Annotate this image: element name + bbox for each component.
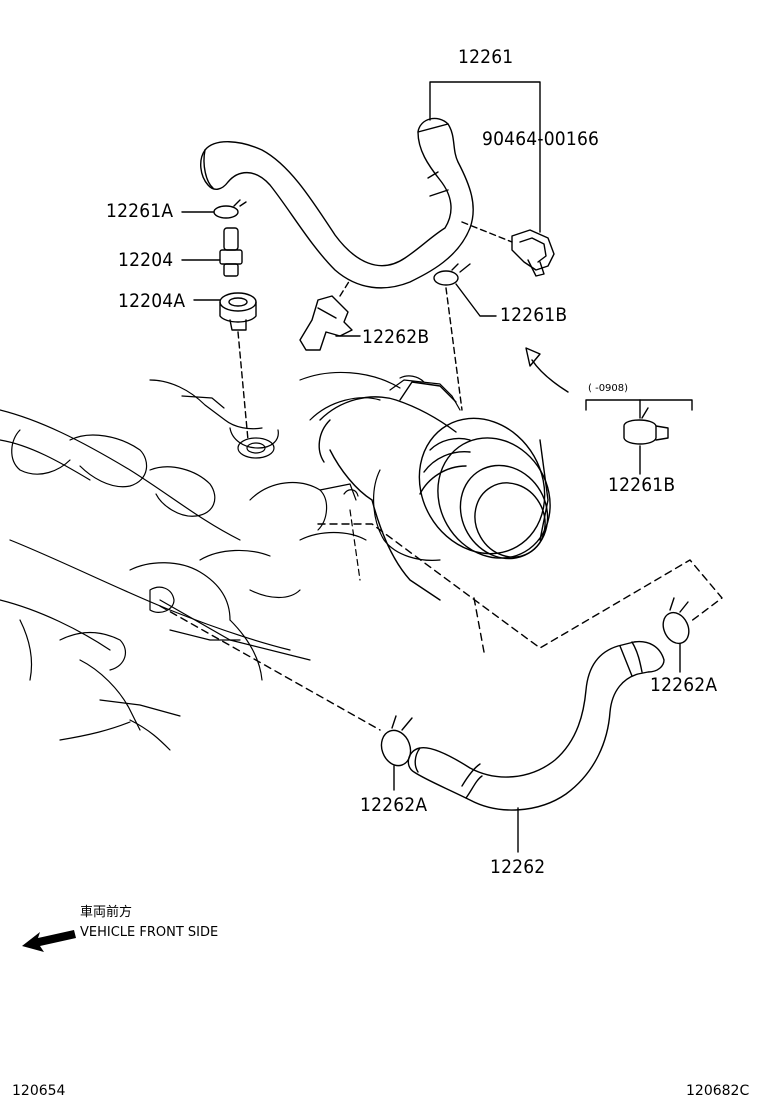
clamp-12262A-right [662, 597, 690, 673]
grommet-12204A [193, 292, 257, 441]
hose-12261 [200, 117, 474, 289]
intake-duct [318, 381, 551, 601]
dashed-guide [159, 523, 723, 731]
label-12262B: 12262B [362, 326, 430, 348]
clip-12261A [181, 199, 247, 219]
label-12262A-right: 12262A [650, 674, 718, 696]
label-12261B-top: 12261B [500, 304, 568, 326]
label-12262A-left: 12262A [360, 794, 428, 816]
label-12204A: 12204A [118, 290, 186, 312]
legend-japanese: 車両前方 [80, 905, 133, 920]
variant-bracket [585, 399, 693, 475]
footer-right-code: 120682C [686, 1083, 750, 1099]
clip-12261B-top [433, 263, 497, 411]
label-12262: 12262 [490, 856, 546, 878]
label-12261: 12261 [458, 46, 514, 68]
clamp-90464-00166 [461, 221, 555, 277]
label-12261B-side: 12261B [608, 474, 676, 496]
bracket-12262B [299, 279, 361, 351]
hose-12262 [407, 640, 665, 853]
vehicle-front-arrow-icon [22, 930, 76, 952]
label-12261A: 12261A [106, 200, 174, 222]
leader-12261 [429, 81, 541, 233]
valve-12204 [181, 227, 243, 277]
footer-left-code: 120654 [12, 1083, 66, 1099]
legend-english: VEHICLE FRONT SIDE [80, 925, 219, 940]
clamp-12262A-left [380, 715, 413, 791]
variant-note: ( -0908) [588, 383, 629, 394]
direction-arrow [525, 347, 569, 393]
engine-outline [0, 371, 461, 751]
label-12204: 12204 [118, 249, 174, 271]
label-90464-00166: 90464-00166 [482, 128, 600, 150]
